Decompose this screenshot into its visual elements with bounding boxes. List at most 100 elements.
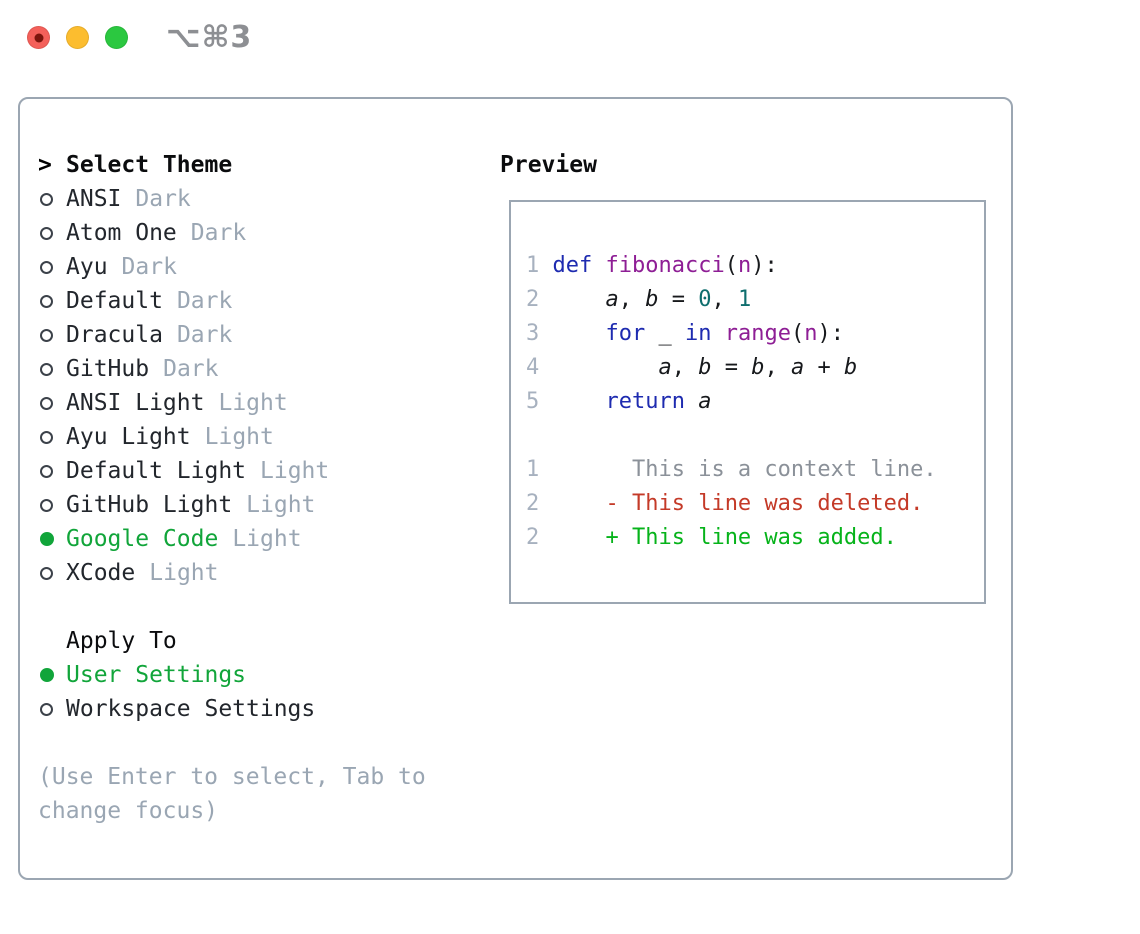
option-label: Workspace Settings [66, 696, 316, 722]
radio-icon [38, 362, 66, 376]
radio-icon [38, 260, 66, 274]
empty-circle-icon [40, 464, 53, 478]
theme-option[interactable]: Dracula Dark [38, 318, 470, 352]
filled-circle-icon [40, 668, 54, 682]
radio-icon [38, 464, 66, 478]
option-label: Default Light [66, 458, 247, 484]
option-label: ANSI [66, 186, 122, 212]
option-label: Atom One [66, 220, 177, 246]
empty-circle-icon [40, 702, 53, 716]
traffic-lights [27, 26, 144, 49]
spacer [38, 726, 470, 760]
radio-selected-icon [38, 532, 66, 546]
theme-option[interactable]: Ayu Dark [38, 250, 470, 284]
option-label: GitHub Light [66, 492, 233, 518]
titlebar: ⌥⌘3 [27, 20, 253, 55]
option-label: Google Code [66, 526, 219, 552]
close-button[interactable] [27, 26, 50, 49]
theme-option[interactable]: Ayu Light Light [38, 420, 470, 454]
empty-circle-icon [40, 498, 53, 512]
theme-option[interactable]: GitHub Light Light [38, 488, 470, 522]
code-line: 1 def fibonacci(n): [526, 253, 778, 278]
apply-option[interactable]: User Settings [38, 658, 470, 692]
option-label: User Settings [66, 662, 247, 688]
code-preview: 1 def fibonacci(n): 2 a, b = 0, 1 3 for _ … [526, 249, 984, 419]
window-title: ⌥⌘3 [166, 20, 253, 55]
variant-badge: Dark [190, 220, 247, 246]
empty-circle-icon [40, 260, 53, 274]
variant-badge: Dark [135, 186, 191, 212]
empty-circle-icon [40, 226, 53, 240]
variant-badge: Light [149, 560, 219, 586]
code-line: 5 return a [526, 389, 712, 414]
radio-icon [38, 702, 66, 716]
option-label: Dracula [66, 322, 163, 348]
variant-badge: Dark [121, 254, 177, 280]
option-label: Default [66, 288, 163, 314]
filled-circle-icon [40, 532, 54, 546]
radio-icon [38, 498, 66, 512]
empty-circle-icon [40, 294, 53, 308]
variant-badge: Dark [163, 356, 219, 382]
code-line: 4 a, b = b, a + b [526, 355, 858, 380]
theme-option[interactable]: ANSI Light Light [38, 386, 470, 420]
variant-badge: Light [260, 458, 330, 484]
theme-option[interactable]: Google Code Light [38, 522, 470, 556]
code-line: 3 for _ in range(n): [526, 321, 844, 346]
diff-line: 2 + This line was added. [526, 525, 897, 550]
preview-box: 1 def fibonacci(n): 2 a, b = 0, 1 3 for _ … [509, 200, 986, 604]
apply-to-header: Apply To [38, 624, 470, 658]
code-line: 2 a, b = 0, 1 [526, 287, 752, 312]
radio-icon [38, 328, 66, 342]
radio-icon [38, 396, 66, 410]
spacer [38, 590, 470, 624]
focus-caret-icon: > [38, 152, 52, 178]
apply-option[interactable]: Workspace Settings [38, 692, 470, 726]
option-label: ANSI Light [66, 390, 205, 416]
diff-preview: 1 This is a context line. 2 - This line w… [526, 453, 984, 555]
radio-selected-icon [38, 668, 66, 682]
preview-title: Preview [500, 152, 597, 178]
theme-option[interactable]: XCode Light [38, 556, 470, 590]
theme-option[interactable]: GitHub Dark [38, 352, 470, 386]
variant-badge: Dark [176, 288, 233, 314]
empty-circle-icon [40, 192, 53, 206]
diff-line: 1 This is a context line. [526, 457, 937, 482]
radio-icon [38, 192, 66, 206]
option-label: GitHub [66, 356, 150, 382]
variant-badge: Dark [176, 322, 233, 348]
option-label: Ayu Light [66, 424, 191, 450]
zoom-button[interactable] [105, 26, 128, 49]
radio-icon [38, 294, 66, 308]
option-label: Ayu [66, 254, 108, 280]
empty-circle-icon [40, 396, 53, 410]
theme-option[interactable]: Default Dark [38, 284, 470, 318]
theme-list-title: Select Theme [66, 152, 233, 178]
option-label: XCode [66, 560, 136, 586]
variant-badge: Light [232, 526, 302, 552]
radio-icon [38, 566, 66, 580]
diff-line: 2 - This line was deleted. [526, 491, 924, 516]
empty-circle-icon [40, 362, 53, 376]
minimize-button[interactable] [66, 26, 89, 49]
empty-circle-icon [40, 328, 53, 342]
empty-circle-icon [40, 430, 53, 444]
theme-option[interactable]: Atom One Dark [38, 216, 470, 250]
variant-badge: Light [218, 390, 288, 416]
variant-badge: Light [246, 492, 316, 518]
apply-to-title: Apply To [66, 628, 177, 654]
theme-option[interactable]: Default Light Light [38, 454, 470, 488]
variant-badge: Light [204, 424, 274, 450]
empty-circle-icon [40, 566, 53, 580]
select-theme-header: > Select Theme [38, 148, 470, 182]
theme-option[interactable]: ANSI Dark [38, 182, 470, 216]
close-button-dot [34, 33, 43, 42]
radio-icon [38, 226, 66, 240]
radio-icon [38, 430, 66, 444]
blank-line [526, 419, 984, 453]
